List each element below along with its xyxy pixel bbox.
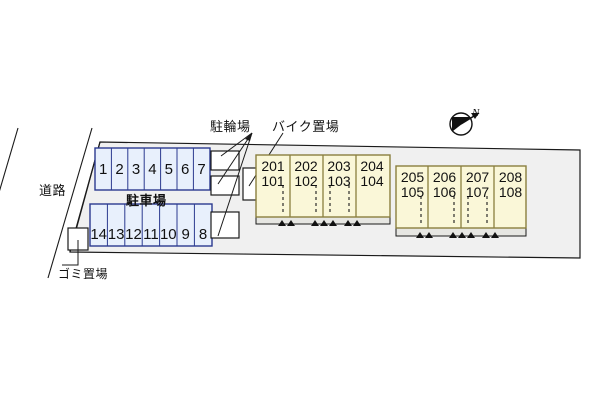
unit-number-lower: 103 [327,173,351,189]
road-line-inner [47,127,93,279]
leader-bicycle-1 [220,132,253,157]
stall-number: 12 [125,226,142,243]
stall-number: 2 [115,161,124,178]
unit-number-lower: 104 [360,173,384,189]
stall-number: 9 [181,226,190,243]
stall-number: 6 [181,161,190,178]
unit-number-lower: 108 [498,184,523,200]
north-arrow-icon [449,112,480,136]
unit-number-upper: 205 [400,169,425,185]
label-bicycle-parking: 駐輪場 [210,120,251,135]
stall-number: 7 [197,161,206,178]
stall-number: 5 [164,161,173,178]
parking-row-top [94,147,211,191]
unit-number-lower: 107 [465,184,490,200]
stall-number: 10 [159,226,177,243]
label-north: N [472,107,480,119]
unit-number-upper: 206 [432,169,457,185]
unit-number-upper: 204 [360,158,384,174]
label-road: 道路 [39,184,67,199]
stall-number: 8 [198,226,208,243]
parking-row-bottom [89,203,213,247]
unit-number-upper: 208 [498,169,523,185]
unit-number-lower: 106 [432,184,457,200]
unit-number-upper: 203 [327,158,351,174]
road-line-outer [0,127,19,192]
stall-number: 13 [107,226,125,243]
leader-bicycle-arrowhead [245,133,252,141]
label-motorcycle-parking: バイク置場 [272,120,340,135]
unit-number-upper: 207 [465,169,490,185]
stall-number: 4 [148,161,157,178]
building-block-b [395,165,527,238]
stall-number: 11 [143,226,159,243]
leader-bicycle-3 [217,132,253,237]
building-block-a [255,154,391,226]
leader-garbage [62,240,79,266]
unit-number-upper: 201 [261,158,285,174]
unit-number-upper: 202 [294,158,318,174]
unit-number-lower: 101 [261,173,285,189]
leader-bicycle-2 [217,132,253,185]
stall-number: 1 [99,161,108,178]
bicycle-parking-box-2 [210,175,240,196]
stall-number: 3 [131,161,141,178]
stall-number: 14 [90,226,108,243]
unit-number-lower: 102 [294,173,318,189]
unit-number-lower: 105 [400,184,425,200]
label-car-parking: 駐車場 [126,194,167,209]
label-garbage-area: ゴミ置場 [58,267,109,281]
bicycle-parking-box-1 [210,150,240,171]
